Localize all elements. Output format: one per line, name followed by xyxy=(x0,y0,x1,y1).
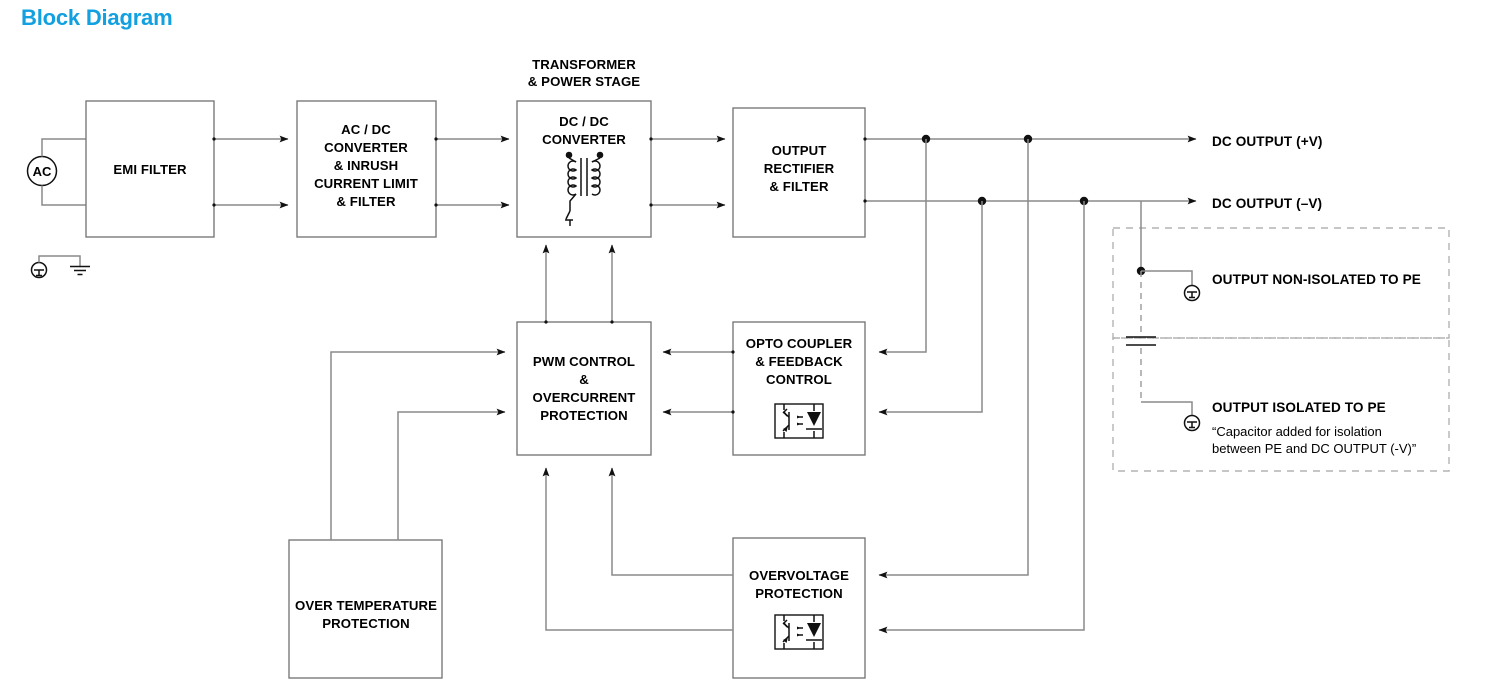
transformer-icon xyxy=(565,151,604,226)
block-pwm-control[interactable]: PWM CONTROL & OVERCURRENT PROTECTION xyxy=(516,321,652,456)
block-over-temperature-protection[interactable]: OVER TEMPERATURE PROTECTION xyxy=(288,539,443,679)
block-acdc-label-4: & FILTER xyxy=(336,194,396,209)
wire-pwm-to-dcdc xyxy=(542,244,616,324)
block-rect-label-1: RECTIFIER xyxy=(764,161,835,176)
capacitor-icon xyxy=(1126,336,1156,346)
block-rect-label-0: OUTPUT xyxy=(772,143,827,158)
ac-source: AC xyxy=(26,138,86,206)
output-label-negative: DC OUTPUT (–V) xyxy=(1212,196,1322,211)
ac-source-label: AC xyxy=(33,164,52,179)
input-pe-ground xyxy=(30,255,90,279)
block-pwm-label-2: OVERCURRENT xyxy=(533,390,636,405)
wire-emi-to-acdc xyxy=(212,135,289,209)
pe-isolated-label: OUTPUT ISOLATED TO PE xyxy=(1212,400,1386,415)
block-acdc-converter[interactable]: AC / DC CONVERTER & INRUSH CURRENT LIMIT… xyxy=(296,100,437,238)
transformer-label-0: TRANSFORMER xyxy=(532,57,636,72)
transformer-label-1: & POWER STAGE xyxy=(528,74,641,89)
block-pwm-label-3: PROTECTION xyxy=(540,408,627,423)
block-acdc-label-2: & INRUSH xyxy=(334,158,399,173)
block-overvolt-label-0: OVERVOLTAGE xyxy=(749,568,849,583)
wire-overtemp-to-pwm xyxy=(330,348,506,540)
wire-rect-to-opto xyxy=(878,139,983,416)
block-rect-label-2: & FILTER xyxy=(769,179,829,194)
block-opto-label-1: & FEEDBACK xyxy=(755,354,843,369)
block-pwm-label-0: PWM CONTROL xyxy=(533,354,635,369)
block-dcdc-converter[interactable]: DC / DC CONVERTER xyxy=(516,100,652,238)
block-acdc-label-1: CONVERTER xyxy=(324,140,408,155)
output-bus-positive xyxy=(863,134,1197,144)
pe-non-isolated-region xyxy=(1112,227,1450,339)
block-dcdc-label-1: CONVERTER xyxy=(542,132,626,147)
block-emi-filter-label-0: EMI FILTER xyxy=(113,162,187,177)
block-overtemp-label-0: OVER TEMPERATURE xyxy=(295,598,437,613)
page-title: Block Diagram xyxy=(21,5,173,30)
transformer-section-label: TRANSFORMER & POWER STAGE xyxy=(528,57,641,89)
wire-opto-to-pwm xyxy=(662,348,735,416)
pe-note-line-0: “Capacitor added for isolation xyxy=(1212,424,1382,439)
wire-dcdc-to-rect xyxy=(649,135,726,209)
pe-connection-section: OUTPUT NON-ISOLATED TO PE OUTPUT ISOLATE… xyxy=(1112,201,1450,472)
optocoupler-icon-overvoltage xyxy=(774,614,824,650)
wire-rect-to-overvoltage xyxy=(878,139,1085,634)
block-dcdc-label-0: DC / DC xyxy=(559,114,609,129)
pe-note-line-1: between PE and DC OUTPUT (-V)” xyxy=(1212,441,1416,456)
block-acdc-label-3: CURRENT LIMIT xyxy=(314,176,418,191)
block-opto-label-0: OPTO COUPLER xyxy=(746,336,853,351)
pe-isolated-region xyxy=(1112,337,1450,472)
block-overvoltage-protection[interactable]: OVERVOLTAGE PROTECTION xyxy=(732,537,866,679)
optocoupler-icon xyxy=(774,403,824,439)
wire-acdc-to-dcdc xyxy=(434,135,510,209)
pe-ground-icon-non-isolated xyxy=(1183,284,1201,302)
block-opto-label-2: CONTROL xyxy=(766,372,832,387)
block-overtemp-label-1: PROTECTION xyxy=(322,616,409,631)
output-label-positive: DC OUTPUT (+V) xyxy=(1212,134,1323,149)
output-bus-negative xyxy=(863,196,1197,206)
block-pwm-label-1: & xyxy=(579,372,589,387)
pe-non-isolated-label: OUTPUT NON-ISOLATED TO PE xyxy=(1212,272,1421,287)
wire-overvoltage-to-pwm xyxy=(542,467,733,631)
block-opto-coupler[interactable]: OPTO COUPLER & FEEDBACK CONTROL xyxy=(732,321,866,456)
block-overvolt-label-1: PROTECTION xyxy=(755,586,842,601)
block-emi-filter[interactable]: EMI FILTER xyxy=(85,100,215,238)
block-output-rectifier[interactable]: OUTPUT RECTIFIER & FILTER xyxy=(732,107,866,238)
pe-ground-icon-isolated xyxy=(1183,414,1201,432)
block-acdc-label-0: AC / DC xyxy=(341,122,391,137)
